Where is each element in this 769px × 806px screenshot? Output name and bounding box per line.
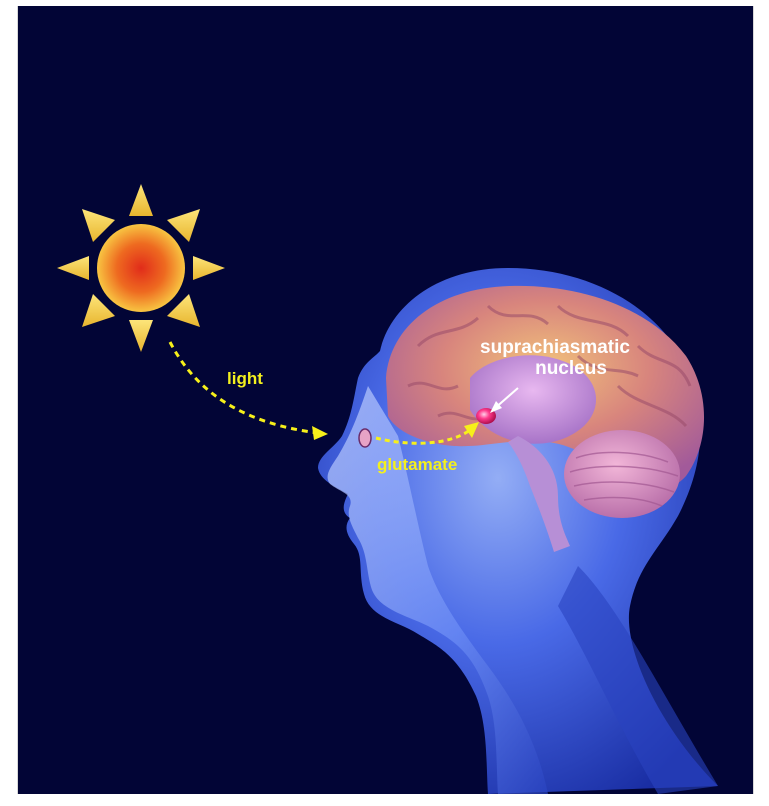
glutamate-label: glutamate bbox=[377, 455, 457, 474]
light-label: light bbox=[227, 369, 263, 388]
diagram-panel: light glutamate suprachiasmatic nucleus bbox=[17, 6, 754, 794]
scn-label-line2: nucleus bbox=[535, 358, 607, 379]
light-arrow bbox=[170, 342, 328, 440]
sun-icon bbox=[57, 184, 225, 352]
scn-label-line1: suprachiasmatic bbox=[480, 337, 630, 358]
scn-diagram: light glutamate suprachiasmatic nucleus bbox=[18, 6, 753, 794]
eye-marker bbox=[359, 429, 371, 447]
